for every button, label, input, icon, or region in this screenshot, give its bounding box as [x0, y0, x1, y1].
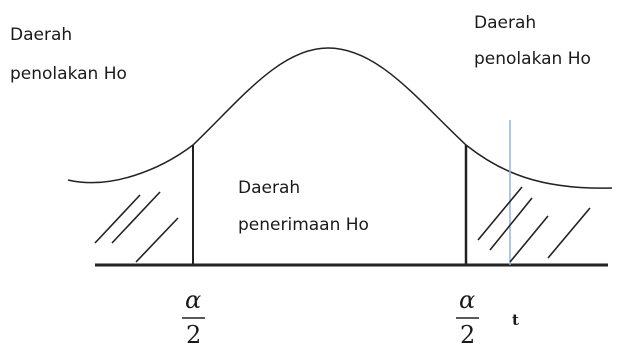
test-statistic-label: t [512, 311, 519, 329]
left-region-label-line1: Daerah [10, 25, 72, 45]
center-region-label-line2: penerimaan Ho [238, 215, 369, 235]
right-alpha-denominator: 2 [460, 321, 475, 349]
left-alpha-numerator: α [185, 286, 201, 314]
center-region-label-line1: Daerah [238, 178, 300, 198]
right-region-label-line2: penolakan Ho [474, 49, 591, 69]
left-region-label-line2: penolakan Ho [10, 64, 127, 84]
left-rejection-hatching [94, 191, 179, 263]
left-alpha-denominator: 2 [186, 321, 201, 349]
right-region-label-line1: Daerah [474, 13, 536, 33]
right-alpha-numerator: α [459, 286, 475, 314]
right-rejection-hatching [477, 186, 591, 263]
bell-curve [67, 47, 613, 189]
